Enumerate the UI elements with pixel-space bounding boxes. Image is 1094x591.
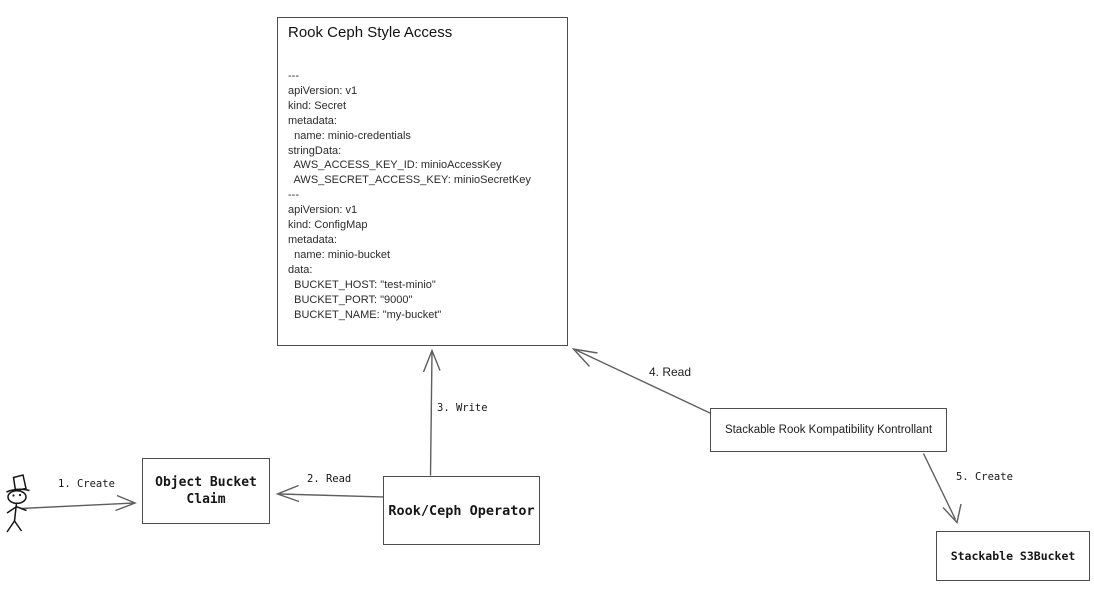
- node-label: Stackable Rook Kompatibility Kontrollant: [724, 424, 933, 436]
- yaml-line: name: minio-bucket: [288, 248, 391, 261]
- edge-2-read-arrow: [275, 484, 384, 503]
- edge-label-5-create: 5. Create: [956, 471, 1013, 483]
- edge-label-1-create: 1. Create: [58, 478, 115, 490]
- yaml-line: ---: [288, 189, 299, 202]
- edge-5-create-arrow: [922, 453, 962, 524]
- edge-label-2-read: 2. Read: [307, 473, 352, 485]
- node-stackable-rook-kompatibility-kontrollant: Stackable Rook Kompatibility Kontrollant: [710, 408, 947, 452]
- edge-label-4-read: 4. Read: [649, 365, 692, 379]
- yaml-line: kind: ConfigMap: [288, 219, 368, 232]
- node-stackable-s3bucket: Stackable S3Bucket: [936, 531, 1090, 581]
- yaml-line: BUCKET_HOST: "test-minio": [288, 278, 436, 291]
- yaml-box-title: Rook Ceph Style Access: [288, 24, 453, 41]
- node-label: Object Bucket Claim: [155, 475, 257, 507]
- yaml-line: apiVersion: v1: [288, 204, 358, 217]
- yaml-line: ---: [288, 70, 299, 82]
- yaml-line: AWS_SECRET_ACCESS_KEY: minioSecretKey: [288, 174, 531, 187]
- yaml-line: apiVersion: v1: [288, 84, 358, 97]
- yaml-line: stringData:: [288, 144, 342, 157]
- node-label: Stackable S3Bucket: [950, 549, 1076, 563]
- edge-label-3-write: 3. Write: [437, 402, 488, 414]
- stick-figure-user-icon: [6, 474, 30, 533]
- yaml-line: metadata:: [288, 114, 337, 127]
- edge-4-read-arrow: [571, 347, 712, 415]
- yaml-line: AWS_ACCESS_KEY_ID: minioAccessKey: [288, 159, 502, 172]
- yaml-line: name: minio-credentials: [288, 129, 411, 142]
- node-rook-ceph-style-access: Rook Ceph Style Access --- apiVersion: v…: [277, 17, 568, 346]
- yaml-line: BUCKET_PORT: "9000": [288, 293, 413, 306]
- yaml-line: kind: Secret: [288, 99, 347, 112]
- node-rook-ceph-operator: Rook/Ceph Operator: [383, 476, 540, 545]
- yaml-line: BUCKET_NAME: "my-bucket": [288, 308, 442, 321]
- edge-1-create-arrow: [20, 494, 137, 512]
- node-object-bucket-claim: Object Bucket Claim: [142, 458, 270, 524]
- yaml-line: data:: [288, 263, 313, 276]
- yaml-box-content: --- apiVersion: v1 kind: Secret metadata…: [288, 69, 565, 322]
- node-label: Rook/Ceph Operator: [388, 502, 535, 519]
- yaml-line: metadata:: [288, 233, 337, 246]
